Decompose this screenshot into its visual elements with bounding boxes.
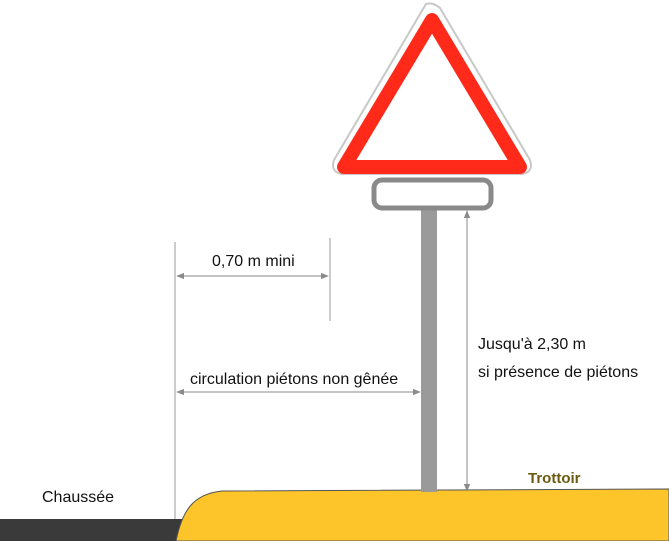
additional-plate [371, 177, 494, 211]
height-label-line2: si présence de piétons [478, 364, 638, 381]
roadway-label: Chaussée [42, 489, 114, 506]
min-distance-label: 0,70 m mini [212, 253, 295, 270]
warning-triangle-border [337, 13, 527, 174]
sidewalk [175, 488, 669, 541]
roadway [0, 519, 190, 541]
height-label-line1: Jusqu'à 2,30 m [478, 336, 586, 353]
sign-post [421, 208, 437, 492]
sidewalk-label: Trottoir [528, 470, 581, 487]
pedestrian-flow-label: circulation piétons non gênée [190, 371, 398, 388]
